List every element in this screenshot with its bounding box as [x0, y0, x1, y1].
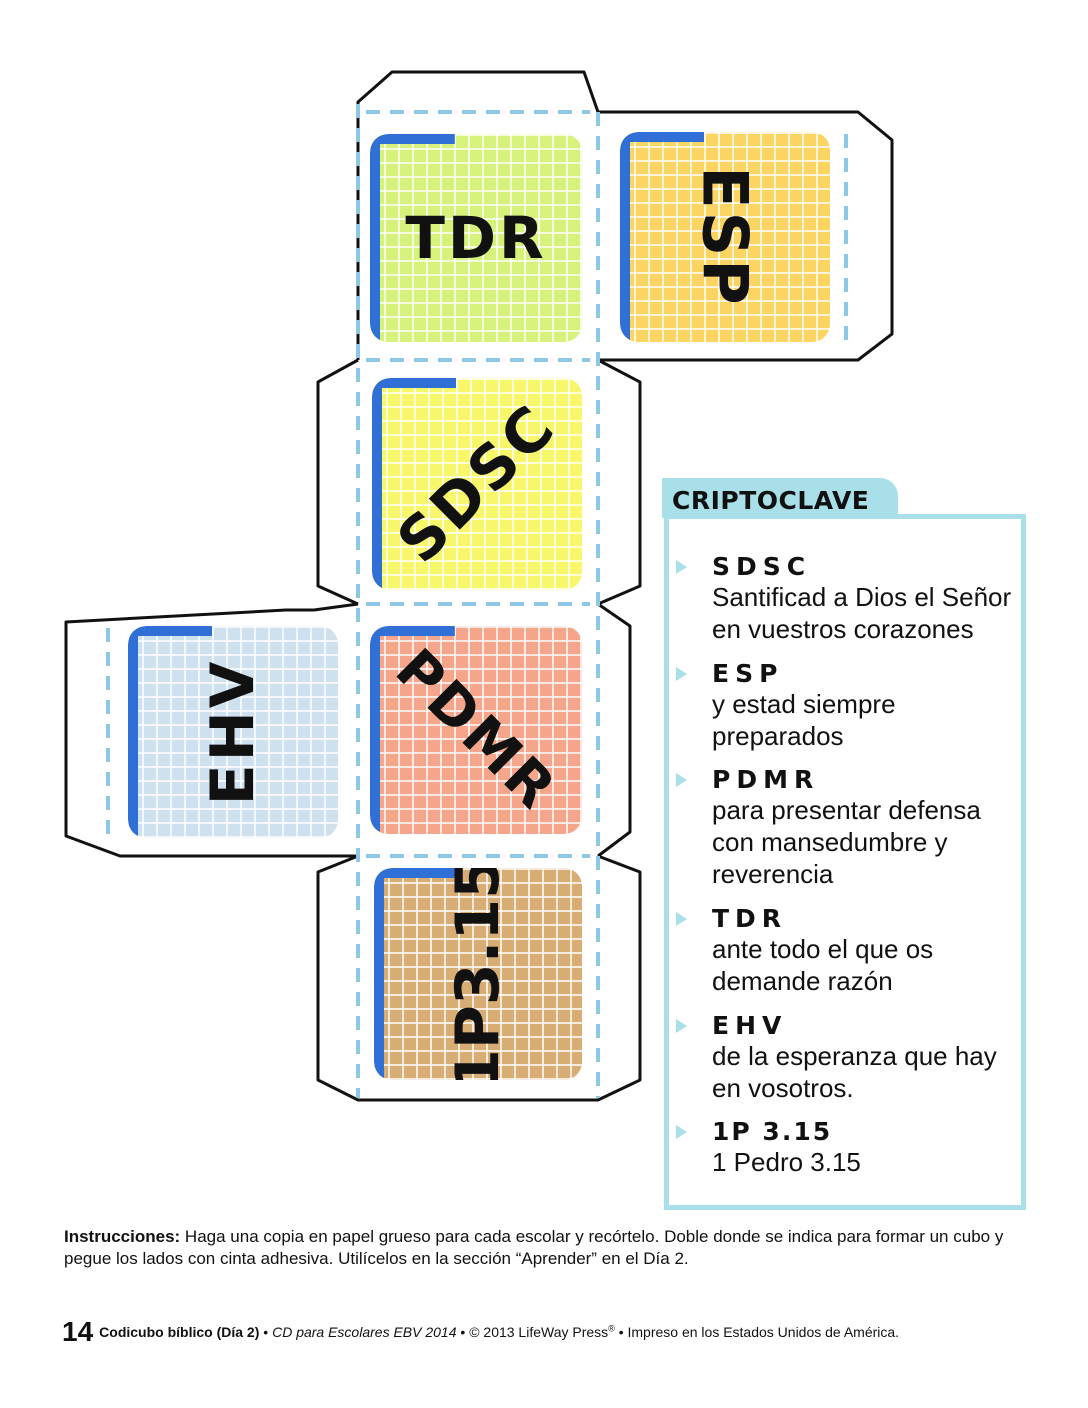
cryptokey-text: reverencia: [712, 859, 834, 889]
cube-net-outline: [64, 70, 894, 1102]
footer-printed: • Impreso en los Estados Unidos de Améri…: [614, 1324, 900, 1340]
cube-face-esp: ESP: [620, 132, 830, 342]
cryptokey-code: ESP: [712, 659, 784, 688]
cryptokey-text: 1 Pedro 3.15: [712, 1147, 861, 1177]
arrow-right-icon: [676, 667, 687, 681]
cryptokey-text: de la esperanza que hay: [712, 1041, 997, 1071]
page-number: 14: [62, 1316, 94, 1347]
cube-face-label: EHV: [198, 658, 268, 806]
cryptokey-code: EHV: [712, 1011, 788, 1040]
arrow-right-icon: [676, 1125, 687, 1139]
footer-registered-mark: ®: [608, 1323, 615, 1334]
cube-face-label: ESP: [688, 166, 762, 308]
cube-face-tdr: TDR: [370, 134, 582, 342]
cryptokey-code: TDR: [712, 904, 788, 933]
cryptokey-code: 1P 3.15: [712, 1117, 833, 1146]
cube-face-pdmr: PDMR: [370, 626, 582, 834]
cryptokey-text: en vuestros corazones: [712, 614, 974, 644]
cube-face-label: PDMR: [382, 636, 570, 824]
arrow-right-icon: [676, 560, 687, 574]
arrow-right-icon: [676, 773, 687, 787]
instructions-label: Instrucciones:: [64, 1227, 181, 1246]
arrow-right-icon: [676, 1019, 687, 1033]
cryptokey-text: ante todo el que os: [712, 934, 934, 964]
footer-copyright: • © 2013 LifeWay Press: [456, 1324, 609, 1340]
cryptokey-code: SDSC: [712, 552, 812, 581]
footer-title: Codicubo bíblico (Día 2): [99, 1324, 260, 1340]
cryptokey-text: en vosotros.: [712, 1073, 854, 1103]
cryptokey-code: PDMR: [712, 765, 820, 794]
instructions: Instrucciones: Haga una copia en papel g…: [64, 1226, 1024, 1270]
cryptokey-text: y estad siempre: [712, 689, 896, 719]
instructions-text: Haga una copia en papel grueso para cada…: [64, 1227, 1004, 1268]
cryptokey-text: preparados: [712, 721, 844, 751]
cube-face-sdsc: SDSC: [372, 378, 582, 590]
footer-separator: •: [259, 1324, 273, 1340]
cube-face-ehv: EHV: [128, 626, 338, 838]
cryptokey-title: CRIPTOCLAVE: [672, 486, 870, 515]
cryptokey-text: con mansedumbre y: [712, 827, 948, 857]
cube-face-label: SDSC: [384, 391, 570, 577]
cube-face-label: TDR: [405, 204, 547, 272]
cube-face-1p315: 1P3.15: [374, 868, 582, 1080]
cryptokey-box: [664, 514, 1026, 1210]
cryptokey-text: para presentar defensa: [712, 795, 981, 825]
cube-face-label: 1P3.15: [443, 868, 513, 1080]
footer-publication: CD para Escolares EBV 2014: [272, 1324, 457, 1340]
arrow-right-icon: [676, 912, 687, 926]
cryptokey-text: demande razón: [712, 966, 893, 996]
cryptokey-text: Santificad a Dios el Señor: [712, 582, 1012, 612]
page-footer: 14 Codicubo bíblico (Día 2) • CD para Esc…: [62, 1316, 899, 1348]
cryptokey-tab: [662, 478, 898, 518]
